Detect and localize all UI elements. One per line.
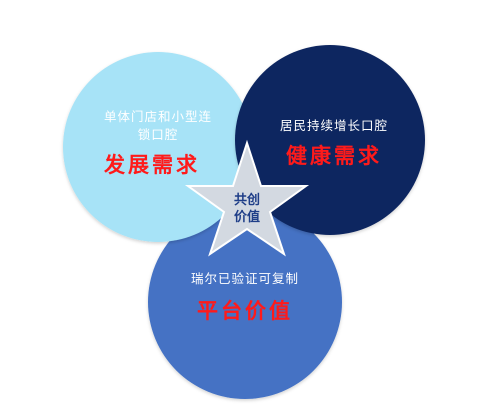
center-star	[184, 139, 310, 257]
right-circle-title: 健康需求	[286, 143, 382, 168]
bottom-circle	[148, 205, 342, 399]
bottom-circle-subtitle: 瑞尔已验证可复制	[191, 271, 299, 286]
right-circle-subtitle: 居民持续增长口腔	[280, 118, 388, 133]
left-circle-title: 发展需求	[103, 152, 200, 177]
bottom-circle-title: 平台价值	[197, 298, 293, 323]
star-label-line1: 共创	[234, 192, 260, 208]
star-label-line2: 价值	[234, 209, 260, 225]
left-circle-subtitle-line2: 锁口腔	[138, 127, 179, 142]
left-circle-subtitle-line1: 单体门店和小型连	[104, 109, 212, 124]
